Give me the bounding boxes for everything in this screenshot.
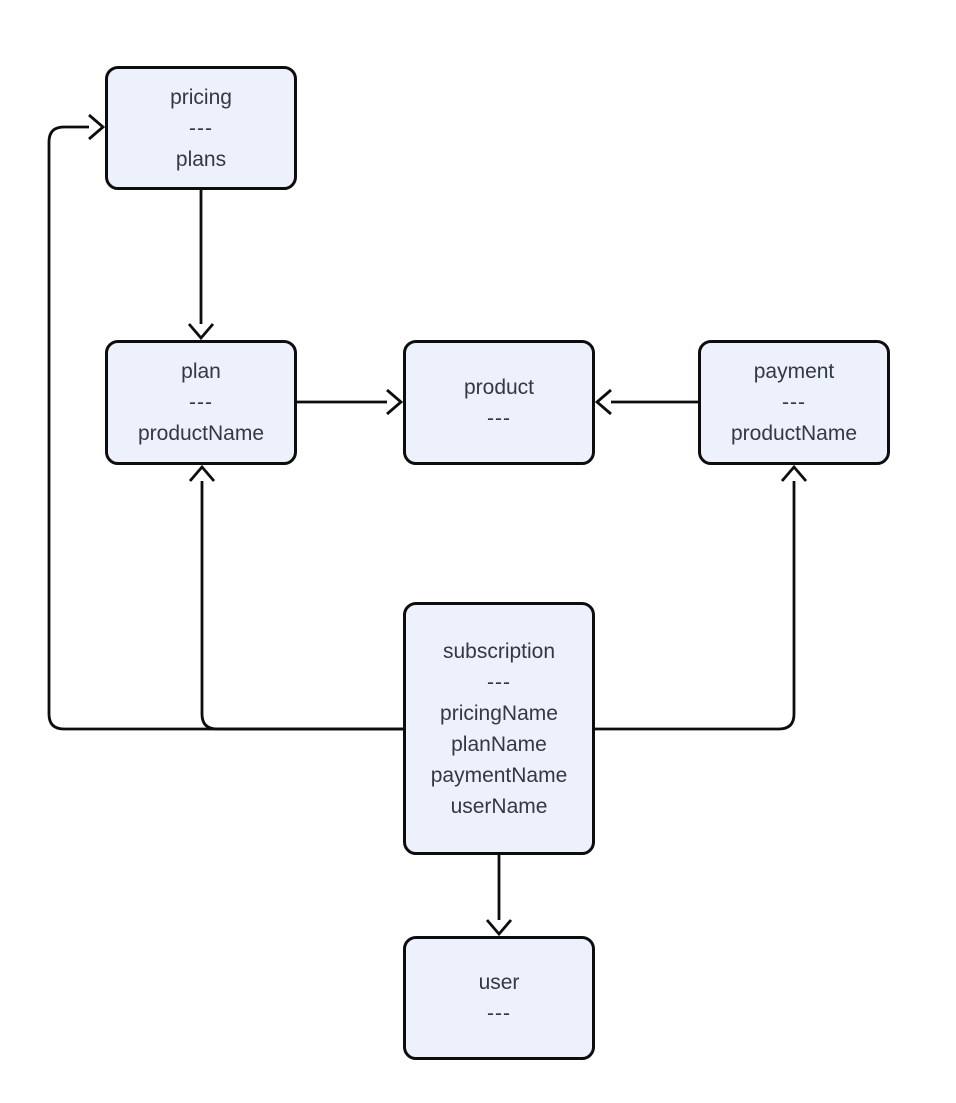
edge-subscription-pricing [47,113,403,731]
node-payment-title: payment [753,360,835,383]
node-payment-attribute: productName [730,422,858,445]
node-pricing-separator: --- [189,116,213,140]
node-pricing-attribute: plans [175,147,227,171]
edge-subscription-user [485,855,513,937]
edge-subscription-plan [188,464,403,731]
node-product-title: product [463,375,535,399]
edge-pricing-plan [187,190,215,341]
node-product: product --- [403,340,595,465]
edge-subscription-payment [595,464,808,731]
node-subscription-separator: --- [487,670,511,694]
node-subscription-attribute: userName [450,794,548,818]
node-pricing: pricing --- plans [105,66,297,190]
node-subscription-attribute: pricingName [440,701,558,725]
edge-payment-product [594,388,698,416]
node-payment-separator: --- [782,391,806,414]
node-subscription-attribute: planName [451,732,547,756]
node-plan-separator: --- [189,391,213,414]
edge-plan-product [297,388,404,416]
node-pricing-title: pricing [170,85,232,109]
node-payment: payment --- productName [698,340,890,465]
node-plan: plan --- productName [105,340,297,465]
node-user-title: user [478,971,520,994]
node-subscription-title: subscription [442,639,556,663]
node-subscription: subscription --- pricingName planName pa… [403,602,595,855]
node-subscription-attribute: paymentName [430,763,568,787]
node-plan-attribute: productName [137,422,265,445]
node-product-separator: --- [487,406,511,430]
node-plan-title: plan [181,360,221,383]
node-user: user --- [403,936,595,1060]
node-user-separator: --- [487,1002,511,1025]
